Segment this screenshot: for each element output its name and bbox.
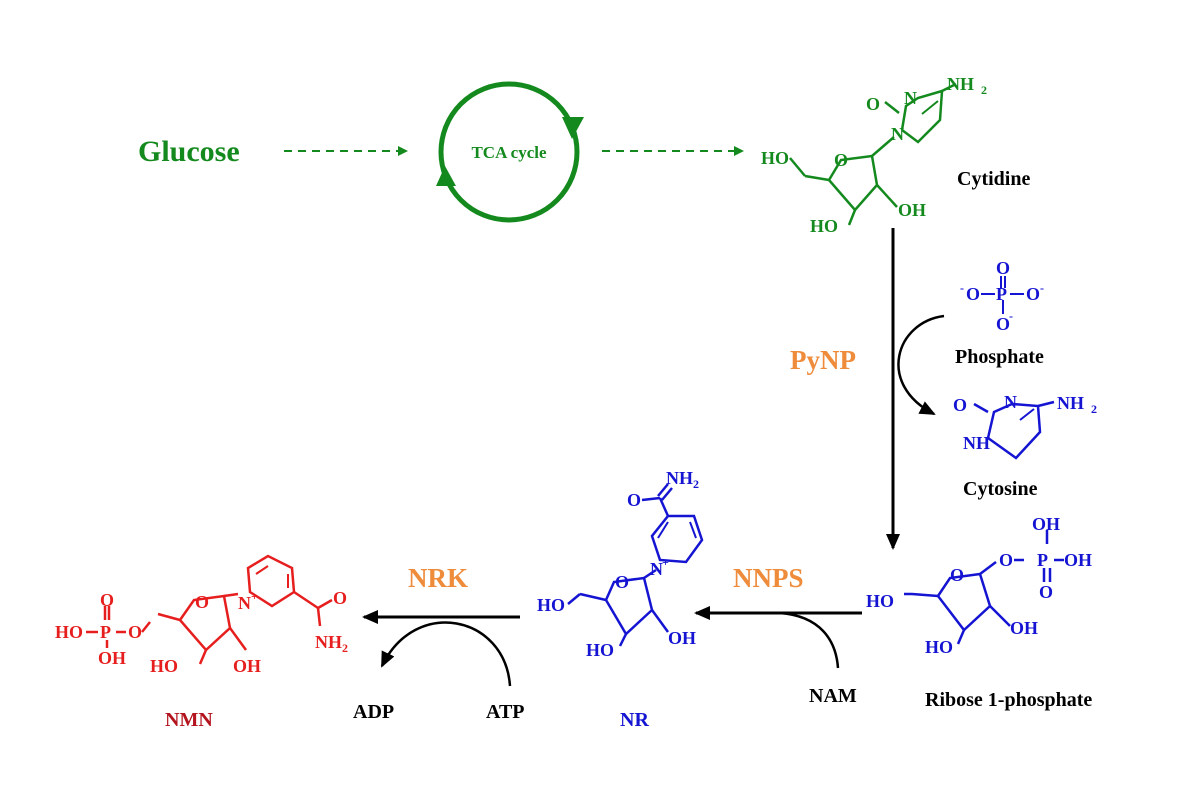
cytidine-atom-nh2-sub: 2 xyxy=(981,83,987,97)
nr-atom-nh2-sub: 2 xyxy=(693,477,699,491)
cytidine-atom-n1: N xyxy=(891,124,904,144)
nmn-atom-ho-3: HO xyxy=(150,656,178,676)
nr-label: NR xyxy=(620,709,649,731)
ribose1p-atom-ho: HO xyxy=(866,591,894,611)
nr-atom-n: N xyxy=(650,559,663,579)
nmn-atom-oh-2: OH xyxy=(233,656,261,676)
nmn-atom-p: P xyxy=(100,622,111,642)
nr-structure xyxy=(567,483,704,647)
nr-atom-n-plus: + xyxy=(662,555,669,569)
cytidine-atom-ho: HO xyxy=(761,148,789,168)
nmn-structure xyxy=(86,554,333,665)
cytidine-atom-nh2: NH xyxy=(947,74,974,94)
cytidine-atom-ho-3: HO xyxy=(810,216,838,236)
cytosine-atom-n: N xyxy=(1004,392,1017,412)
phosphate-minus-bottom: - xyxy=(1009,309,1013,323)
curved-arrow-phosphate-cytosine xyxy=(897,314,945,416)
cytosine-structure xyxy=(973,400,1055,460)
nr-atom-oh-2: OH xyxy=(668,628,696,648)
cytidine-label: Cytidine xyxy=(957,168,1030,190)
ribose1p-atom-p: P xyxy=(1037,550,1048,570)
nr-atom-nh2: NH xyxy=(666,468,693,488)
enzyme-nnps: NNPS xyxy=(733,563,804,593)
adp-label: ADP xyxy=(353,701,394,723)
ribose1p-atom-oh-top: OH xyxy=(1032,514,1060,534)
nmn-atom-oh-bottom: OH xyxy=(98,648,126,668)
ribose1p-atom-oh-right: OH xyxy=(1064,550,1092,570)
nr-atom-ho: HO xyxy=(537,595,565,615)
phosphate-structure xyxy=(981,276,1024,314)
curved-arrow-nam xyxy=(779,611,840,669)
phosphate-minus-left: - xyxy=(960,281,964,295)
phosphate-atom-o-bottom: O xyxy=(996,314,1010,334)
cytidine-atom-o2: O xyxy=(866,94,880,114)
phosphate-atom-p: P xyxy=(996,284,1007,304)
phosphate-atom-o-left: O xyxy=(966,284,980,304)
ribose1p-atom-oh-2: OH xyxy=(1010,618,1038,638)
cytosine-atom-nh: NH xyxy=(963,433,990,453)
nmn-atom-nh2-sub: 2 xyxy=(342,641,348,655)
curved-arrow-atp-adp xyxy=(380,621,512,687)
ribose1p-structure xyxy=(904,530,1064,645)
enzyme-nrk: NRK xyxy=(408,563,468,593)
ribose1p-atom-o-link: O xyxy=(999,550,1013,570)
ribose1p-atom-o-bottom: O xyxy=(1039,582,1053,602)
ribose1p-label: Ribose 1-phosphate xyxy=(925,689,1092,711)
nr-atom-o-ring: O xyxy=(615,572,629,592)
nmn-atom-o-ring: O xyxy=(195,592,209,612)
phosphate-minus-right: - xyxy=(1040,281,1044,295)
phosphate-label: Phosphate xyxy=(955,346,1044,368)
cytidine-atom-n3: N xyxy=(904,88,917,108)
cytosine-atom-nh2-sub: 2 xyxy=(1091,402,1097,416)
nr-atom-o-amide: O xyxy=(627,490,641,510)
cytosine-label: Cytosine xyxy=(963,478,1038,500)
tca-cycle: TCA cycle xyxy=(436,81,584,223)
cytidine-atom-o-ring: O xyxy=(834,150,848,170)
cytidine-structure xyxy=(789,82,957,226)
tca-cycle-circle xyxy=(438,81,580,223)
atp-label: ATP xyxy=(486,701,525,723)
nmn-label: NMN xyxy=(165,709,213,731)
phosphate-atom-o-top: O xyxy=(996,258,1010,278)
nmn-atom-ho-p: HO xyxy=(55,622,83,642)
cytosine-atom-nh2: NH xyxy=(1057,393,1084,413)
nmn-atom-n-plus: + xyxy=(251,589,258,603)
cytidine-atom-oh-2: OH xyxy=(898,200,926,220)
tca-cycle-arrowhead-left xyxy=(436,166,456,186)
phosphate-atom-o-right: O xyxy=(1026,284,1040,304)
nmn-atom-nh2: NH xyxy=(315,632,342,652)
nr-atom-ho-3: HO xyxy=(586,640,614,660)
nam-label: NAM xyxy=(809,685,857,707)
nmn-atom-o-amide: O xyxy=(333,588,347,608)
tca-cycle-arrowhead-right xyxy=(562,117,584,139)
nmn-atom-o-top: O xyxy=(100,590,114,610)
glucose-label: Glucose xyxy=(138,135,240,168)
nmn-atom-n: N xyxy=(238,593,251,613)
cytosine-atom-o: O xyxy=(953,395,967,415)
ribose1p-atom-ho-3: HO xyxy=(925,637,953,657)
nmn-atom-o-link: O xyxy=(128,622,142,642)
enzyme-pynp: PyNP xyxy=(790,345,856,375)
ribose1p-atom-o-ring: O xyxy=(950,565,964,585)
tca-cycle-label: TCA cycle xyxy=(471,143,547,162)
